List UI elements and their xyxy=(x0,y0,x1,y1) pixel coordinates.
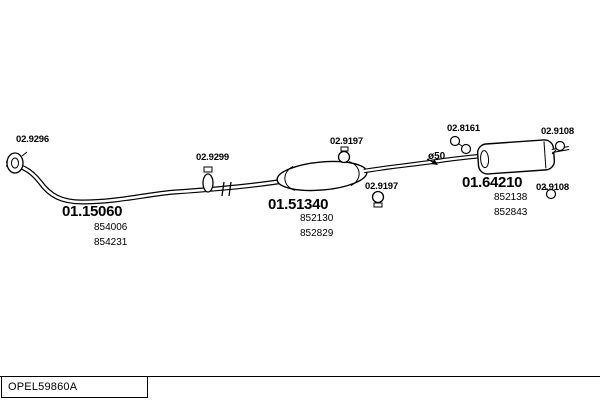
middle-muffler-part-2: 852829 xyxy=(300,228,334,239)
clamp-top-icon xyxy=(337,146,351,164)
bracket-bottom-ref: 02.9108 xyxy=(536,182,569,193)
pipe-diameter-note: ø50 xyxy=(428,151,446,162)
hanger-icon xyxy=(449,135,472,155)
middle-muffler-shape xyxy=(276,160,368,192)
rear-muffler-code: 01.64210 xyxy=(462,174,523,191)
hanger-ref: 02.8161 xyxy=(447,123,480,134)
front-clamp-ref: 02.9299 xyxy=(196,152,229,163)
drawing-code: OPEL59860A xyxy=(8,381,78,393)
front-clamp-icon xyxy=(202,166,214,193)
rear-muffler-shape xyxy=(476,139,556,175)
drawing-code-box: OPEL59860A xyxy=(1,376,148,398)
rear-muffler-part-2: 852843 xyxy=(494,207,528,218)
front-section-part-1: 854006 xyxy=(94,222,128,233)
rear-pipe xyxy=(363,153,482,174)
clamp-mid-icon xyxy=(371,190,385,208)
pipe-joint xyxy=(221,181,232,197)
clamp-top-ref: 02.9197 xyxy=(330,136,363,147)
middle-muffler-code: 01.51340 xyxy=(268,196,329,213)
bracket-top-ref: 02.9108 xyxy=(541,126,574,137)
front-pipe xyxy=(5,161,285,205)
front-section-code: 01.15060 xyxy=(62,203,123,220)
clamp-mid-ref: 02.9197 xyxy=(365,181,398,192)
middle-muffler-part-1: 852130 xyxy=(300,213,334,224)
front-flange-icon xyxy=(6,151,28,174)
front-flange-ref: 02.9296 xyxy=(16,134,49,145)
bracket-bottom-icon xyxy=(543,185,557,200)
front-section-part-2: 854231 xyxy=(94,237,128,248)
footer-divider xyxy=(0,376,600,377)
diameter-arrow-icon xyxy=(426,158,438,165)
bracket-top-icon xyxy=(551,140,566,155)
rear-muffler-part-1: 852138 xyxy=(494,192,528,203)
